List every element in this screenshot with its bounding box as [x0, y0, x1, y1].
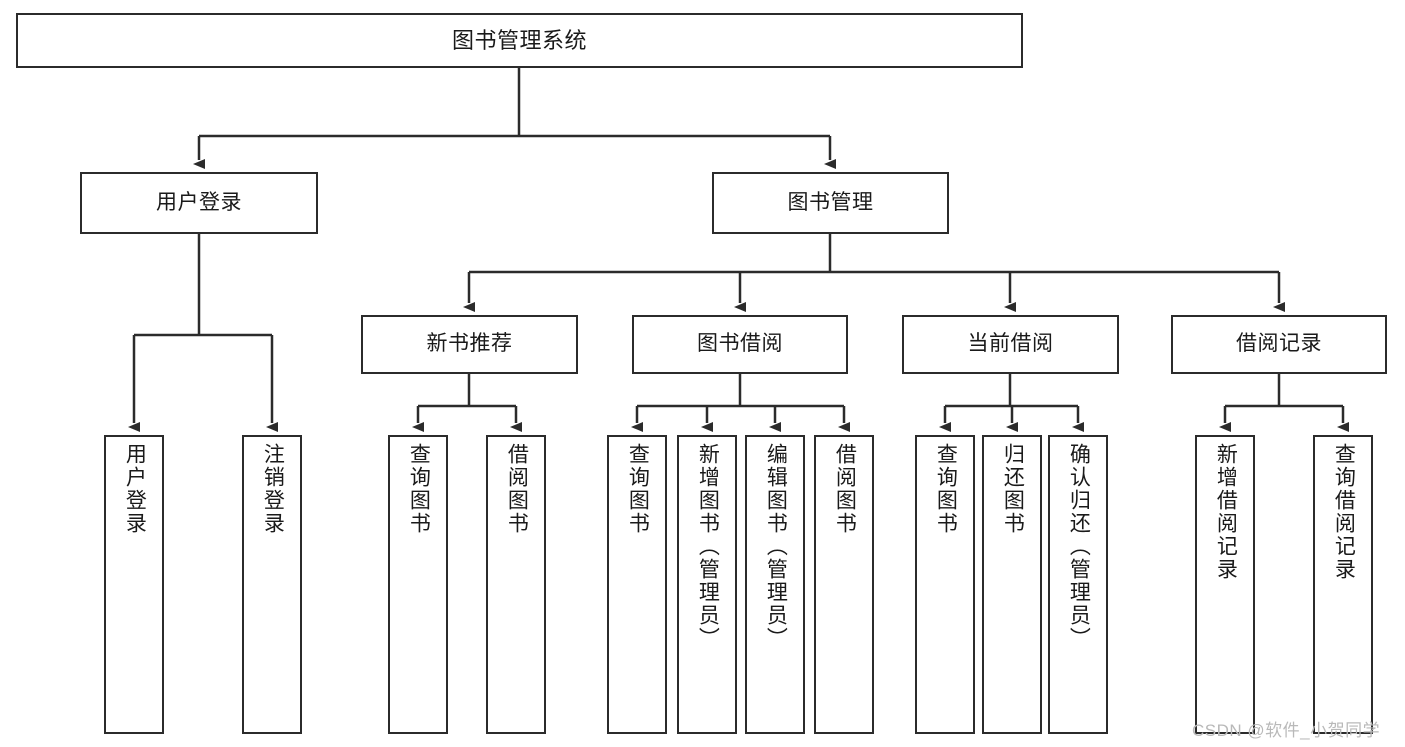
node-borrowing-record[interactable]: 借阅记录: [1171, 315, 1387, 374]
node-leaf-logout-label: 注销登录: [261, 443, 285, 535]
node-leaf-borrow-book-1-label: 借阅图书: [505, 443, 529, 535]
node-leaf-return-book-label: 归还图书: [1001, 443, 1025, 535]
node-leaf-confirm-return[interactable]: 确认归还（管理员）: [1048, 435, 1108, 734]
node-user-login[interactable]: 用户登录: [80, 172, 318, 234]
node-leaf-query-book-1[interactable]: 查询图书: [388, 435, 448, 734]
node-book-management[interactable]: 图书管理: [712, 172, 949, 234]
node-leaf-borrow-book-1[interactable]: 借阅图书: [486, 435, 546, 734]
node-leaf-edit-book[interactable]: 编辑图书（管理员）: [745, 435, 805, 734]
node-borrowing-record-label: 借阅记录: [1236, 332, 1322, 356]
node-book-borrowing-label: 图书借阅: [697, 332, 783, 356]
node-leaf-logout[interactable]: 注销登录: [242, 435, 302, 734]
node-book-borrowing[interactable]: 图书借阅: [632, 315, 848, 374]
node-leaf-add-borrow-record[interactable]: 新增借阅记录: [1195, 435, 1255, 734]
node-leaf-add-book-label: 新增图书（管理员）: [696, 443, 720, 650]
node-new-book-recommendation-label: 新书推荐: [426, 332, 513, 356]
node-leaf-user-login-label: 用户登录: [123, 443, 147, 535]
node-current-borrowing-label: 当前借阅: [967, 332, 1054, 356]
node-leaf-confirm-return-label: 确认归还（管理员）: [1067, 443, 1091, 650]
node-leaf-add-book[interactable]: 新增图书（管理员）: [677, 435, 737, 734]
node-leaf-borrow-book-2[interactable]: 借阅图书: [814, 435, 874, 734]
node-book-management-label: 图书管理: [787, 190, 874, 214]
node-leaf-query-book-3[interactable]: 查询图书: [915, 435, 975, 734]
node-leaf-query-book-2[interactable]: 查询图书: [607, 435, 667, 734]
node-leaf-edit-book-label: 编辑图书（管理员）: [764, 443, 788, 650]
node-root-label: 图书管理系统: [451, 27, 587, 53]
node-leaf-query-borrow-record-label: 查询借阅记录: [1332, 443, 1356, 581]
node-root[interactable]: 图书管理系统: [16, 13, 1023, 68]
node-leaf-query-borrow-record[interactable]: 查询借阅记录: [1313, 435, 1373, 734]
node-leaf-add-borrow-record-label: 新增借阅记录: [1214, 443, 1238, 581]
node-leaf-query-book-1-label: 查询图书: [407, 443, 431, 535]
node-leaf-user-login[interactable]: 用户登录: [104, 435, 164, 734]
node-current-borrowing[interactable]: 当前借阅: [902, 315, 1119, 374]
node-new-book-recommendation[interactable]: 新书推荐: [361, 315, 578, 374]
node-leaf-borrow-book-2-label: 借阅图书: [833, 443, 857, 535]
node-leaf-return-book[interactable]: 归还图书: [982, 435, 1042, 734]
node-leaf-query-book-2-label: 查询图书: [626, 443, 650, 535]
node-leaf-query-book-3-label: 查询图书: [934, 443, 958, 535]
node-user-login-label: 用户登录: [156, 190, 242, 214]
